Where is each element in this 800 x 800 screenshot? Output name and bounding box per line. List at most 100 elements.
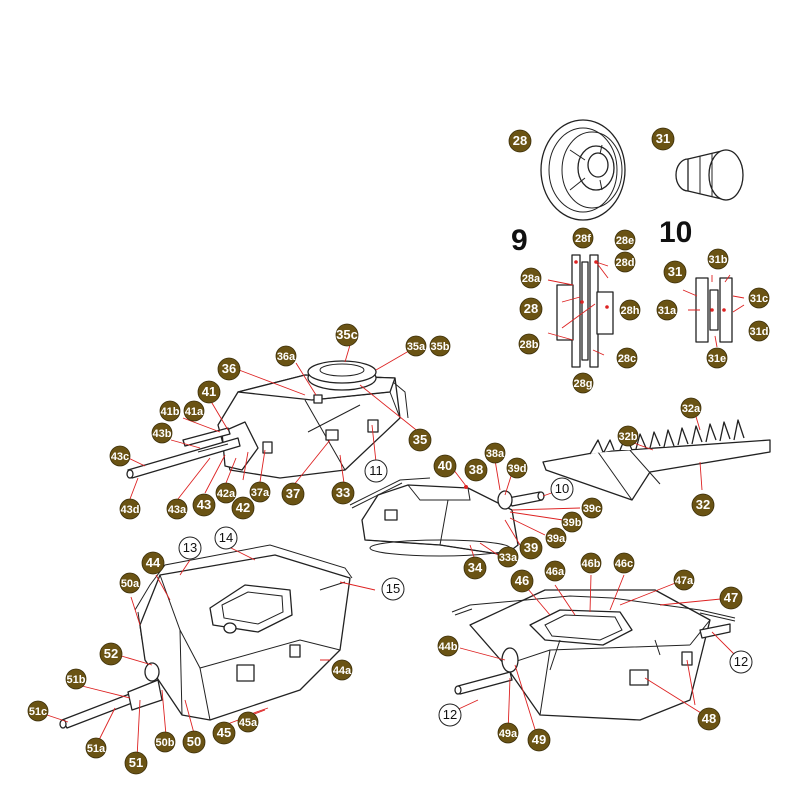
callout-43c: 43c: [109, 445, 131, 467]
callout-circle: [212, 721, 236, 745]
callout-label: 34: [468, 560, 483, 575]
callout-label: 37a: [251, 487, 270, 499]
callout-label: 31e: [708, 353, 726, 365]
callout-circle: [520, 267, 542, 289]
callout-circle: [331, 659, 353, 681]
callout-label: 49: [532, 732, 546, 747]
callout-label: 28c: [618, 353, 636, 365]
callout-label: 31c: [750, 293, 768, 305]
callout-label: 13: [183, 540, 197, 555]
callout-41: 41: [197, 380, 221, 404]
callout-46: 46: [510, 569, 534, 593]
callout-36: 36: [217, 357, 241, 381]
callout-circle: [231, 496, 255, 520]
callout-circle: [580, 552, 602, 574]
callout-circle: [707, 248, 729, 270]
callout-circle: [65, 668, 87, 690]
callout-28b: 28b: [518, 333, 540, 355]
callout-35a: 35a: [405, 335, 427, 357]
callout-circle: [438, 703, 462, 727]
callout-42a: 42a: [215, 482, 237, 504]
callout-circle: [249, 481, 271, 503]
callout-39c: 39c: [581, 497, 603, 519]
callout-label: 41: [202, 384, 216, 399]
callout-40: 40: [433, 454, 457, 478]
callout-label: 28: [513, 133, 527, 148]
callout-circle: [381, 577, 405, 601]
callout-14: 14: [214, 526, 238, 550]
callout-circle: [154, 731, 176, 753]
hull-left-drawing: [43, 544, 376, 759]
callout-circle: [527, 728, 551, 752]
hull-right-drawing: [449, 574, 741, 740]
callout-45: 45: [212, 721, 236, 745]
callout-circle: [519, 536, 543, 560]
callout-label: 31d: [750, 326, 769, 338]
callout-circle: [656, 299, 678, 321]
callout-circle: [518, 333, 540, 355]
callout-13: 13: [178, 536, 202, 560]
callout-51b: 51b: [65, 668, 87, 690]
callout-circle: [519, 297, 543, 321]
callout-label: 40: [438, 458, 452, 473]
callout-circle: [748, 320, 770, 342]
callout-28a: 28a: [520, 267, 542, 289]
callout-circle: [364, 459, 388, 483]
callout-label: 44a: [333, 665, 352, 677]
callout-10: 10: [550, 477, 574, 501]
callout-label: 31b: [709, 254, 728, 266]
callout-circle: [680, 397, 702, 419]
callout-33a: 33a: [497, 546, 519, 568]
turret-drawing: [123, 344, 421, 500]
callout-label: 43a: [168, 504, 187, 516]
callout-31a: 31a: [656, 299, 678, 321]
callout-circle: [506, 457, 528, 479]
callout-11: 11: [364, 459, 388, 483]
callout-circle: [550, 477, 574, 501]
callout-12b: 12: [438, 703, 462, 727]
callout-circle: [141, 551, 165, 575]
callout-circle: [237, 711, 259, 733]
callout-label: 39c: [583, 503, 601, 515]
callout-label: 31: [656, 131, 670, 146]
callout-circle: [217, 357, 241, 381]
callout-31b: 31b: [707, 248, 729, 270]
callout-44: 44: [141, 551, 165, 575]
callout-37a: 37a: [249, 481, 271, 503]
callout-label: 51c: [29, 706, 47, 718]
callout-label: 35: [413, 432, 427, 447]
callout-circle: [119, 572, 141, 594]
callout-circle: [497, 546, 519, 568]
callout-label: 50: [187, 734, 201, 749]
callout-label: 31: [668, 264, 682, 279]
callout-label: 39b: [563, 517, 582, 529]
callout-28: 28: [508, 129, 532, 153]
callout-34: 34: [463, 556, 487, 580]
callout-label: 50a: [121, 578, 140, 590]
callout-label: 46c: [615, 558, 633, 570]
callout-label: 43b: [153, 428, 172, 440]
callout-circle: [719, 586, 743, 610]
callout-label: 51a: [87, 743, 106, 755]
callout-41a: 41a: [183, 400, 205, 422]
callout-label: 28: [524, 301, 538, 316]
callout-51: 51: [124, 751, 148, 775]
callout-28f: 28f: [572, 227, 594, 249]
callout-circle: [124, 751, 148, 775]
callout-39d: 39d: [506, 457, 528, 479]
callout-51a: 51a: [85, 737, 107, 759]
callout-label: 28g: [574, 378, 593, 390]
callout-label: 46: [515, 573, 529, 588]
idler-drawing: [675, 149, 744, 201]
callout-label: 51b: [67, 674, 86, 686]
callout-label: 38a: [486, 448, 505, 460]
callout-circle: [748, 287, 770, 309]
step-9-assembly: [547, 254, 614, 368]
callout-label: 28b: [520, 339, 539, 351]
callout-label: 41b: [161, 406, 180, 418]
callout-circle: [613, 552, 635, 574]
callout-28g: 28g: [572, 372, 594, 394]
callout-42: 42: [231, 496, 255, 520]
callout-46c: 46c: [613, 552, 635, 574]
